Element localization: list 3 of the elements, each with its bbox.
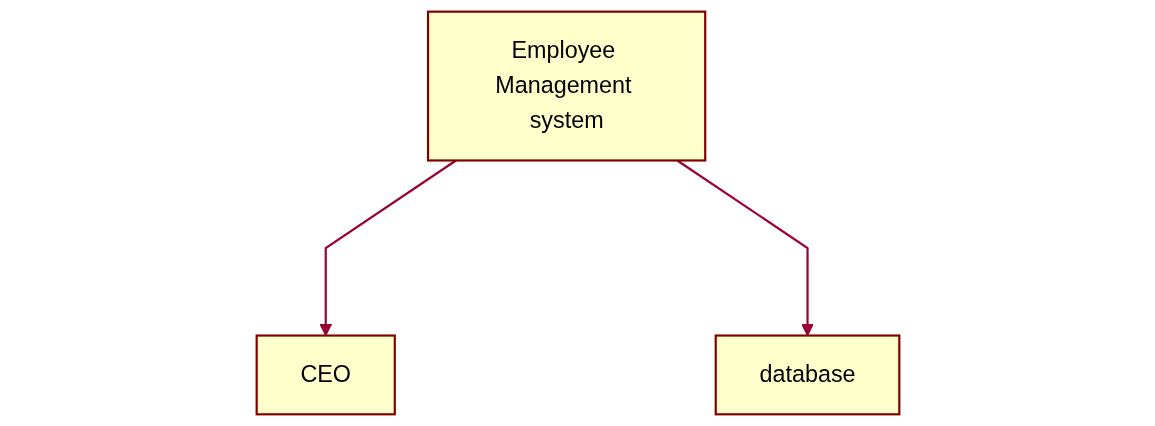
node-box: CEO xyxy=(255,334,396,416)
node-box: database xyxy=(714,334,900,416)
node-box: Employee Management system xyxy=(426,10,706,162)
